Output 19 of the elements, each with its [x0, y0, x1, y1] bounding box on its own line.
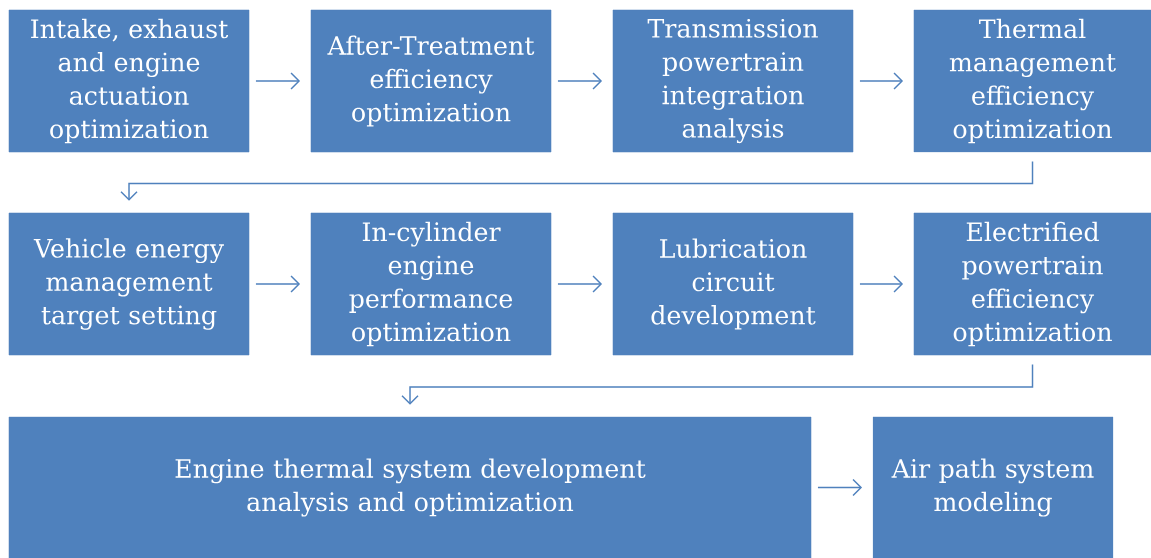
process-box: Lubrication circuit development: [612, 212, 854, 356]
arrow: [557, 72, 603, 90]
process-box: Transmission powertrain integration analysis: [612, 9, 854, 153]
arrow: [817, 478, 863, 497]
arrow: [255, 275, 301, 293]
process-box: In-cylinder engine performance optimization: [310, 212, 552, 356]
process-box: Thermal management efficiency optimization: [913, 9, 1151, 153]
arrow: [401, 363, 1034, 405]
process-box: Vehicle energy management target setting: [8, 212, 250, 356]
process-box: Intake, exhaust and engine actuation optimization: [8, 9, 250, 153]
process-box: Electrified powertrain efficiency optimization: [913, 212, 1151, 356]
arrow: [120, 160, 1034, 201]
arrow: [255, 72, 301, 90]
arrow: [859, 72, 904, 90]
process-box: Air path system modeling: [872, 416, 1114, 558]
process-box: Engine thermal system development analysis and optimization: [8, 416, 812, 558]
arrow: [859, 275, 904, 293]
arrow: [557, 275, 603, 293]
process-box: After-Treatment efficiency optimization: [310, 9, 552, 153]
